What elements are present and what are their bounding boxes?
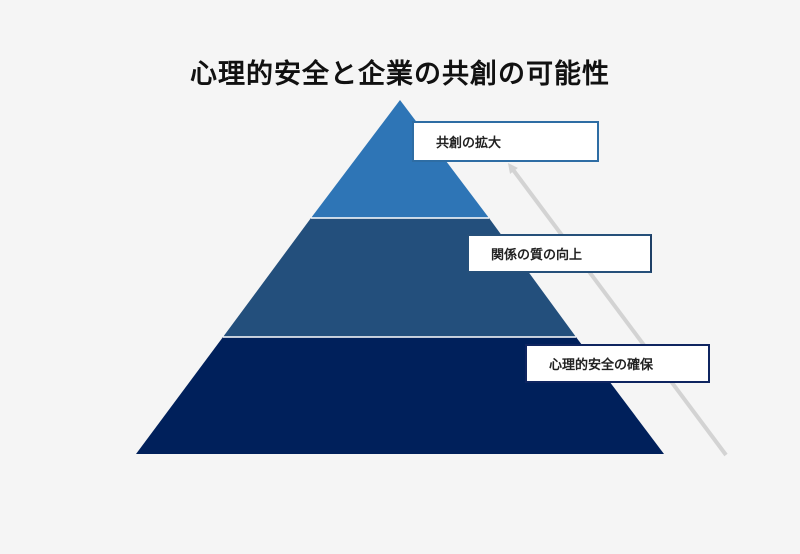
- label-text: 共創の拡大: [436, 136, 502, 151]
- label-text: 関係の質の向上: [491, 248, 583, 263]
- label-text: 心理的安全の確保: [549, 358, 654, 373]
- label-relationship-quality: 関係の質の向上: [467, 234, 652, 273]
- progression-arrow: [508, 162, 728, 457]
- label-psychological-safety: 心理的安全の確保: [525, 344, 710, 383]
- pyramid-tier-top: [311, 100, 489, 218]
- page-title: 心理的安全と企業の共創の可能性: [190, 59, 610, 90]
- label-co-creation-expansion: 共創の拡大: [412, 121, 599, 162]
